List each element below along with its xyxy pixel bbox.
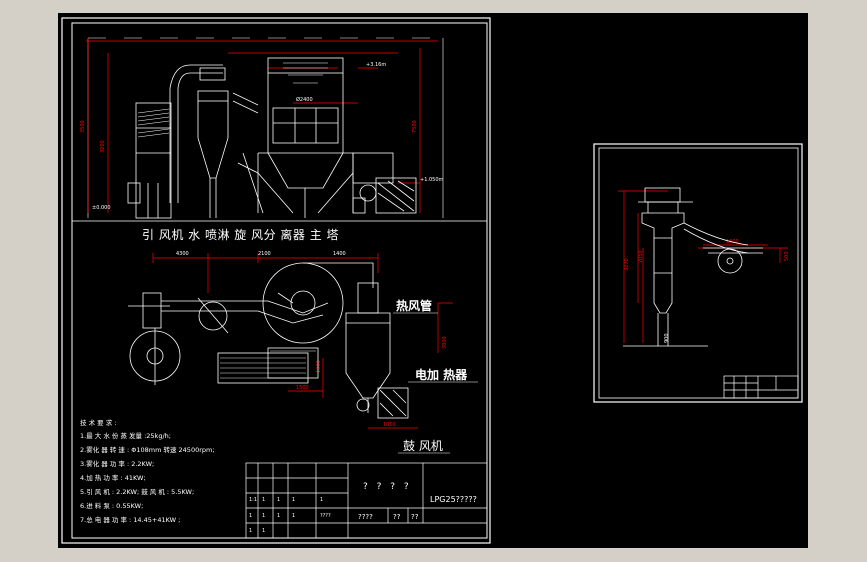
tower-plan: [262, 262, 374, 344]
side-dimensions: [618, 190, 788, 343]
title-small-cell: 1: [262, 513, 265, 519]
induced-fan-plan: [128, 292, 181, 385]
tech-spec-line: 2.雾化 器 转 速 : Φ108mm 转速 24500rpm;: [80, 445, 215, 454]
dim-height-right: 7500: [412, 120, 418, 133]
plan-dim-5: 1500: [296, 385, 309, 391]
title-small-cell: 1: [262, 528, 265, 534]
side-fan: [703, 247, 763, 274]
tech-specs-heading: 技 术 要 求 :: [80, 418, 116, 427]
title-small-cell: 1: [292, 513, 295, 519]
duct-to-cyclone: [169, 64, 223, 203]
blower-label: 鼓 风机: [403, 439, 443, 453]
tech-spec-line: 1.最 大 水 份 蒸 发量 :25kg/h;: [80, 431, 171, 440]
side-dim-r1: 500: [784, 251, 790, 261]
title-small-cell: ????: [320, 513, 331, 519]
heater-plan-hatch: [220, 350, 316, 379]
top-equipment-title: 引 风机 水 喷淋 旋 风分 离器 主 塔: [142, 227, 339, 242]
title-cell-b: ??: [393, 513, 401, 521]
hot-air-pipe-label: 热风管: [396, 298, 432, 313]
electric-heater-label: 电加 热器: [415, 367, 468, 382]
drawing-code: LPG25?????: [430, 495, 477, 504]
tower-width: Ø2400: [296, 96, 313, 103]
title-cell-c: ??: [411, 513, 419, 521]
cad-drawing: 3500 3200 7500 +3.16m +1.050m ±0.000 Ø24…: [61, 17, 803, 544]
scrubber-column: [127, 102, 172, 219]
cad-model-space[interactable]: 3500 3200 7500 +3.16m +1.050m ±0.000 Ø24…: [58, 13, 808, 548]
tower-top-hatch: [283, 62, 328, 84]
plan-dimensions: [152, 253, 453, 429]
side-sheet-outer-frame: [593, 143, 803, 403]
title-small-cell: 1: [277, 497, 280, 503]
heater-vessel: [345, 282, 409, 419]
plan-dim-2: 2100: [258, 251, 271, 257]
tech-spec-line: 7.总 电 器 功 率 : 14.45+41KW ;: [80, 515, 180, 524]
title-small-cell: 1: [262, 497, 265, 503]
side-title-block: [723, 375, 799, 399]
main-drying-tower: [237, 57, 354, 218]
title-small-cell: 1:1: [249, 497, 257, 503]
drawing-name: ? ? ? ?: [363, 482, 412, 492]
tech-spec-line: 6.进 料 泵 : 0.55KW;: [80, 501, 143, 510]
side-dim-v3: 900: [664, 333, 670, 343]
dim-height-left: 3500: [80, 120, 86, 133]
plan-dim-6: 3800: [442, 336, 448, 349]
dim-height-mid: 3200: [100, 140, 106, 153]
title-small-cell: 1: [249, 513, 252, 519]
plan-dim-3: 1400: [333, 251, 346, 257]
tech-specs: 技 术 要 求 : 1.最 大 水 份 蒸 发量 :25kg/h; 2.雾化 器…: [80, 418, 215, 524]
main-sheet-outer-frame: [61, 17, 491, 544]
tech-spec-line: 5.引 风 机 : 2.2KW; 鼓 风 机 : 5.5KW;: [80, 487, 194, 496]
title-small-cell: 1: [277, 513, 280, 519]
elev-mid: +1.050m: [420, 177, 444, 183]
scrubber-hatch: [137, 108, 170, 138]
ground-left: ±0.000: [92, 205, 111, 211]
side-dim-v1: 3270: [624, 258, 630, 271]
title-small-cell: 1: [292, 497, 295, 503]
side-cyclone: [623, 187, 749, 347]
plan-dim-7: 1000: [383, 422, 396, 428]
plan-dim-1: 4300: [176, 251, 189, 257]
side-dim-v2: 2050: [638, 250, 644, 263]
plan-dim-4: 1000: [316, 360, 322, 373]
tech-spec-line: 4.加 热 功 率 : 41KW;: [80, 473, 146, 482]
title-small-cell: 1: [249, 528, 252, 534]
cyclone-separator: [197, 67, 259, 218]
heater-box-elev: [352, 152, 417, 214]
heater-plan: [217, 347, 319, 384]
plan-duct: [161, 297, 329, 334]
elev-top: +3.16m: [366, 62, 386, 68]
title-cell-a: ????: [358, 513, 373, 521]
title-block: [245, 462, 488, 539]
side-sheet-inner-frame: [598, 147, 799, 399]
title-small-cell: 1: [320, 497, 323, 503]
tech-spec-line: 3.雾化 器 功 率 : 2.2KW;: [80, 459, 154, 468]
